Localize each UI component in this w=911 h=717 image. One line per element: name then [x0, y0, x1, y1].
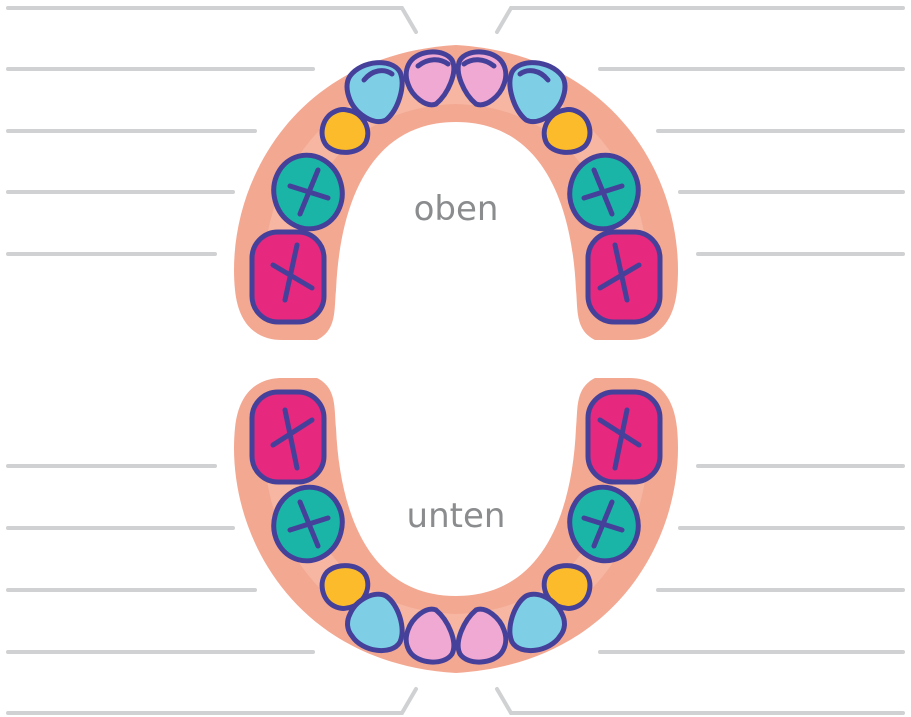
- lower-jaw-label: unten: [407, 496, 506, 536]
- answer-line-lower-right-5[interactable]: [497, 689, 903, 713]
- answer-line-upper-left-1[interactable]: [8, 8, 416, 32]
- upper-jaw-label: oben: [414, 189, 499, 229]
- lower-right-lateral-incisor[interactable]: [510, 594, 565, 650]
- lower-left-lateral-incisor[interactable]: [348, 594, 403, 650]
- answer-line-lower-left-5[interactable]: [8, 689, 416, 713]
- answer-line-upper-right-1[interactable]: [497, 8, 903, 32]
